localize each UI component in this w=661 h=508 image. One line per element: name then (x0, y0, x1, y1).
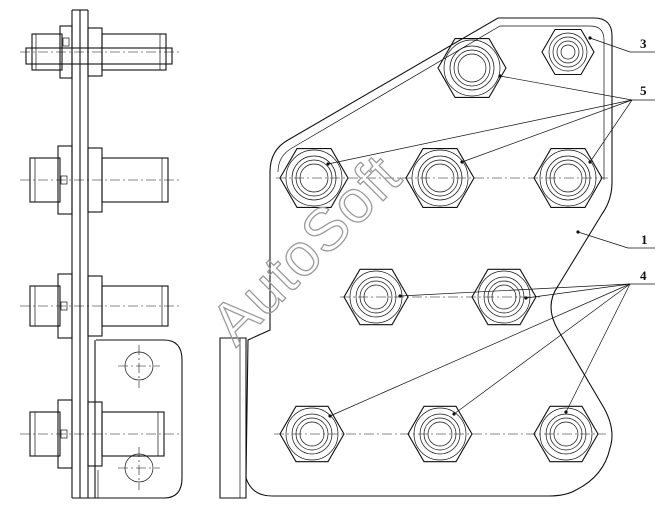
nut-5b (279, 148, 349, 208)
nut-4a (343, 268, 409, 326)
side-bolt-4 (20, 399, 180, 469)
nut-5c (405, 148, 475, 208)
front-view (219, 17, 613, 499)
leader-lines (326, 36, 655, 418)
side-bolt-1 (20, 25, 180, 79)
nut-4d (407, 405, 473, 463)
callout-1: 1 (641, 232, 648, 247)
nut-4e (533, 405, 599, 463)
callout-4: 4 (640, 268, 647, 283)
callout-5: 5 (640, 83, 647, 98)
nut-5d (533, 148, 603, 208)
nut-4b (471, 268, 537, 326)
side-bolt-3 (20, 273, 180, 339)
nut-5a (437, 38, 507, 98)
plate-outline (245, 17, 613, 497)
nut-3 (541, 28, 595, 76)
side-view (20, 9, 183, 499)
callout-3: 3 (640, 36, 647, 51)
nut-4c (279, 405, 345, 463)
side-bolt-2 (20, 145, 180, 215)
